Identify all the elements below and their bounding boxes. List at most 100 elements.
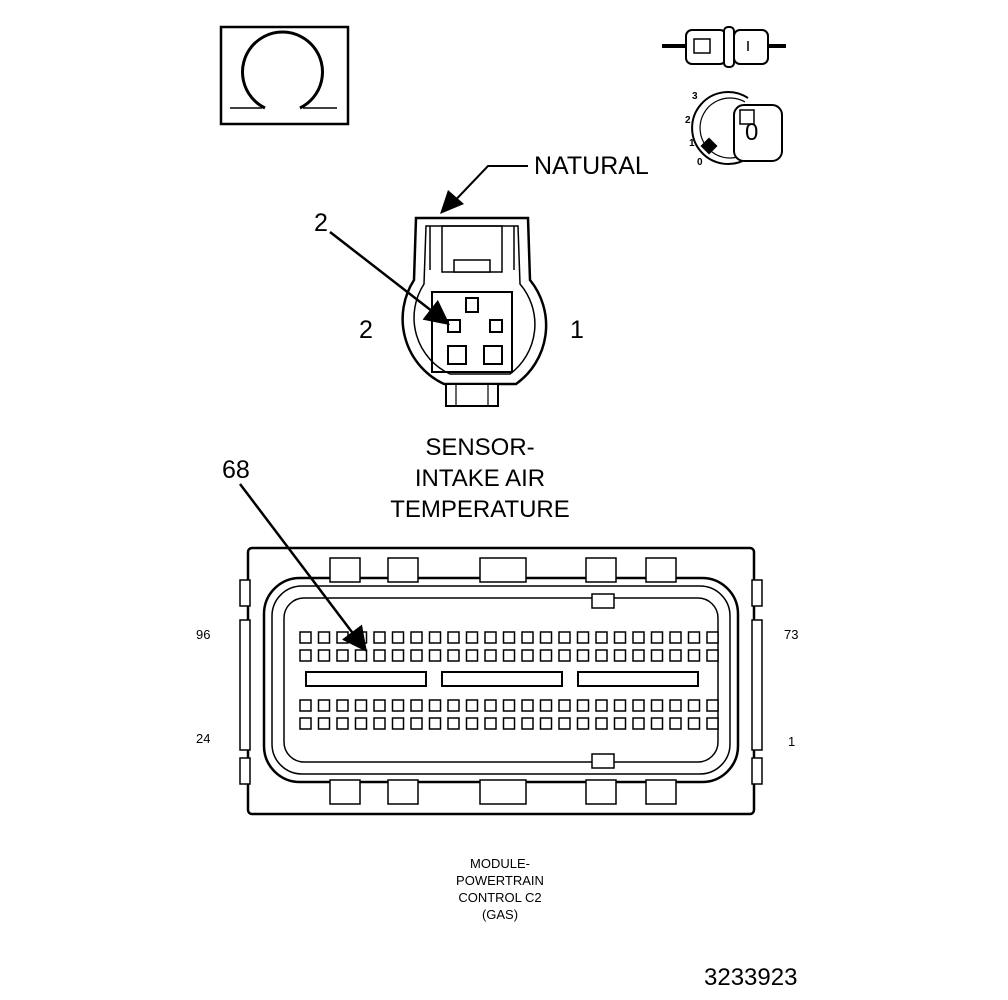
module-title: MODULE- POWERTRAIN CONTROL C2 (GAS) [456, 856, 544, 922]
module-pin [299, 631, 312, 644]
module-pin [465, 631, 479, 644]
module-pin [447, 631, 460, 644]
natural-color-leader [440, 165, 528, 214]
module-pin [354, 717, 368, 730]
module-pin [410, 717, 423, 730]
lock-scale-2: 2 [685, 115, 691, 126]
module-pin [484, 717, 497, 730]
module-pin [558, 717, 571, 730]
sensor-title: SENSOR- INTAKE AIR TEMPERATURE [390, 434, 570, 524]
module-pin [650, 699, 664, 712]
module-pin [391, 631, 405, 644]
module-pin [632, 699, 645, 712]
cavity-2 [447, 319, 461, 333]
module-pin [706, 717, 719, 730]
module-pin [317, 649, 331, 662]
module-pin [539, 717, 553, 730]
module-label-96: 96 [196, 627, 211, 642]
module-pin [595, 631, 608, 644]
module-pin [428, 699, 442, 712]
module-pin [502, 649, 516, 662]
module-pin [317, 717, 331, 730]
module-pin [595, 699, 608, 712]
module-pin [558, 631, 571, 644]
module-pin [558, 699, 571, 712]
pin-2-pointer [329, 231, 450, 326]
module-pin [650, 649, 664, 662]
module-label-1: 1 [788, 734, 796, 749]
module-label-73: 73 [784, 627, 799, 642]
module-pin [317, 699, 331, 712]
module-pin-grid [299, 631, 719, 730]
module-label-24: 24 [196, 731, 211, 746]
module-pin [465, 717, 479, 730]
module-pin [706, 649, 719, 662]
module-pin [484, 699, 497, 712]
module-pin [299, 649, 312, 662]
module-pin [687, 649, 701, 662]
module-pointer-label: 68 [222, 456, 250, 484]
module-pin [502, 631, 516, 644]
module-pin [669, 717, 682, 730]
module-pin [595, 717, 608, 730]
module-pin [373, 631, 386, 644]
module-pin [391, 649, 405, 662]
module-pin [521, 699, 534, 712]
module-pin [465, 649, 479, 662]
lock-scale-3: 3 [692, 91, 698, 102]
figure-number: 3233923 [704, 964, 798, 991]
module-pin [706, 631, 719, 644]
pin-68-pointer [239, 483, 368, 652]
module-pin [613, 649, 627, 662]
module-pin [613, 717, 627, 730]
module-pin [410, 699, 423, 712]
module-pin [669, 699, 682, 712]
module-pin [410, 631, 423, 644]
module-pin [576, 631, 590, 644]
module-pin [706, 699, 719, 712]
module-pin [428, 631, 442, 644]
cavity-1 [489, 319, 503, 333]
module-pin [632, 649, 645, 662]
module-pin [502, 717, 516, 730]
lock-scale-1: 1 [689, 138, 695, 149]
module-pin [299, 717, 312, 730]
module-pin [558, 649, 571, 662]
module-pin [595, 649, 608, 662]
module-pin [539, 649, 553, 662]
module-pin [521, 717, 534, 730]
module-pin [428, 649, 442, 662]
lock-scale-0: 0 [697, 157, 703, 168]
module-connector-face [239, 546, 763, 816]
module-pin [539, 631, 553, 644]
module-pin [336, 649, 349, 662]
sensor-left-cavity-label: 2 [359, 316, 373, 344]
module-pin [669, 649, 682, 662]
module-pin [336, 717, 349, 730]
module-pin [373, 649, 386, 662]
lock-position-icon [691, 91, 783, 165]
module-pin [336, 631, 349, 644]
omega-loop-icon [219, 25, 350, 126]
natural-color-label: NATURAL [534, 152, 649, 180]
module-pin [299, 699, 312, 712]
module-pin [410, 649, 423, 662]
module-pin [613, 631, 627, 644]
module-pin [669, 631, 682, 644]
module-pin [336, 699, 349, 712]
sensor-right-cavity-label: 1 [570, 316, 584, 344]
module-pin [484, 631, 497, 644]
module-pin [502, 699, 516, 712]
module-pin [632, 631, 645, 644]
module-pin [317, 631, 331, 644]
module-pin [484, 649, 497, 662]
module-pin [354, 699, 368, 712]
module-pin [447, 717, 460, 730]
module-pin [447, 699, 460, 712]
module-pin [373, 699, 386, 712]
module-pin [632, 717, 645, 730]
module-pin [539, 699, 553, 712]
module-pin [521, 631, 534, 644]
module-pin [428, 717, 442, 730]
